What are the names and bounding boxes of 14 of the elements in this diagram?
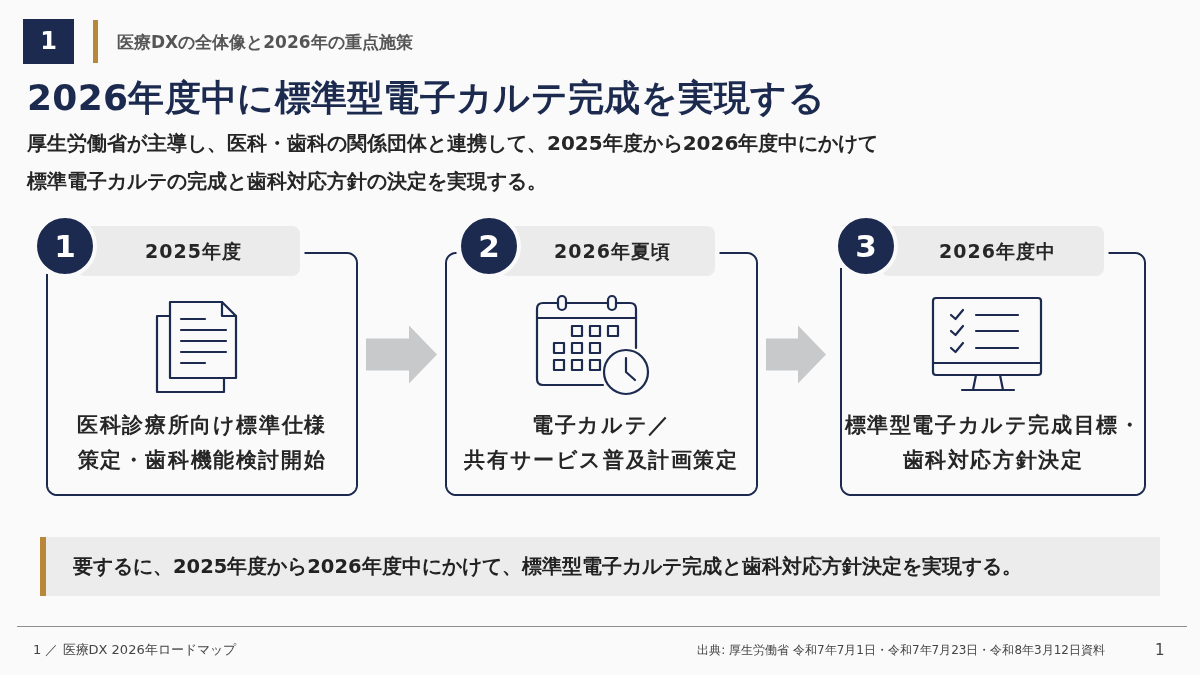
step-description: 医科診療所向け標準仕様策定・歯科機能検討開始 <box>76 412 328 474</box>
step-description: 標準型電子カルテ完成目標・歯科対応方針決定 <box>843 412 1143 474</box>
footer-text: 1 ／ 医療DX 2026年ロードマップ <box>33 641 236 659</box>
source-note: 出典: 厚生労働省 令和7年7月1日・令和7年7月23日・令和8年3月12日資料 <box>697 642 1105 659</box>
summary-band: 要するに、2025年度から2026年度中にかけて、標準型電子カルテ完成と歯科対応方針決定を実現する。 <box>40 537 1160 596</box>
arrow <box>766 325 826 384</box>
step-description: 電子カルテ／共有サービス普及計画策定 <box>463 412 740 474</box>
period-tab: 2026年度中 <box>881 226 1104 276</box>
page-title: 2026年度中に標準型電子カルテ完成を実現する <box>27 76 826 120</box>
page-number: 1 <box>1155 640 1165 661</box>
section-heading: 医療DXの全体像と2026年の重点施策 <box>117 31 413 54</box>
arrow <box>366 325 437 384</box>
number-badge: 1 <box>23 19 74 64</box>
lead-text: 厚生労働省が主導し、医科・歯科の関係団体と連携して、2025年度から2026年度中にかけて標準電子カルテの完成と歯科対応方針の決定を実現する。 <box>27 130 879 195</box>
